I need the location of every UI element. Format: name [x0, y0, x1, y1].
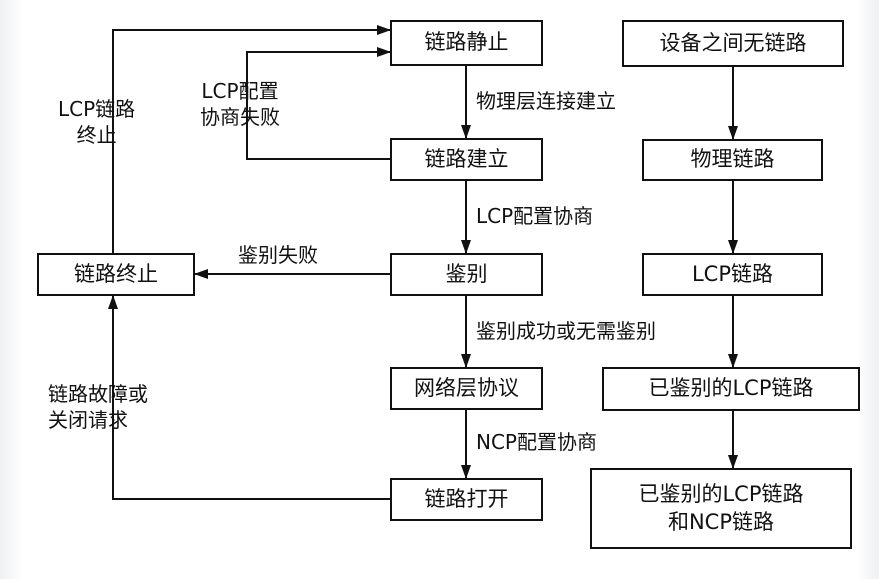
label-fault: 链路故障或 关闭请求: [48, 381, 148, 433]
label-lcp-fail-line2: 协商失败: [200, 105, 280, 129]
node-authenticate: 鉴别: [390, 253, 543, 296]
label-physical-up: 物理层连接建立: [476, 89, 616, 113]
node-link-establish: 链路建立: [390, 138, 543, 181]
arrow-open-to-terminate: [108, 295, 390, 500]
node-auth-lcp-link: 已鉴别的LCP链路: [602, 367, 860, 411]
node-auth-lcp-ncp-link: 已鉴别的LCP链路 和NCP链路: [590, 468, 852, 549]
label-lcp-terminate-line1: LCP链路: [58, 97, 136, 121]
label-lcp-fail-line1: LCP配置: [201, 79, 279, 103]
node-link-dead: 链路静止: [390, 20, 543, 66]
label-ncp-negotiation: NCP配置协商: [476, 430, 597, 454]
label-lcp-terminate-line2: 终止: [76, 123, 117, 147]
label-fault-line1: 链路故障或: [48, 382, 148, 406]
label-lcp-terminate: LCP链路 终止: [58, 96, 135, 148]
node-link-open: 链路打开: [390, 478, 543, 521]
arrow-establish-to-dead: [246, 47, 391, 160]
label-auth-success: 鉴别成功或无需鉴别: [476, 319, 656, 343]
node-link-terminate: 链路终止: [37, 253, 195, 296]
arrow-terminate-to-dead: [112, 25, 391, 253]
node-no-link: 设备之间无链路: [622, 20, 844, 67]
node-auth-lcp-ncp-line2: 和NCP链路: [667, 509, 775, 534]
label-lcp-fail: LCP配置 协商失败: [200, 78, 280, 130]
node-auth-lcp-ncp-line1: 已鉴别的LCP链路: [638, 482, 804, 507]
node-lcp-link: LCP链路: [642, 253, 823, 296]
node-physical-link: 物理链路: [642, 139, 823, 181]
label-auth-fail: 鉴别失败: [238, 243, 318, 267]
label-fault-line2: 关闭请求: [48, 408, 128, 432]
label-lcp-negotiation: LCP配置协商: [476, 204, 594, 228]
node-network-protocol: 网络层协议: [390, 367, 543, 410]
